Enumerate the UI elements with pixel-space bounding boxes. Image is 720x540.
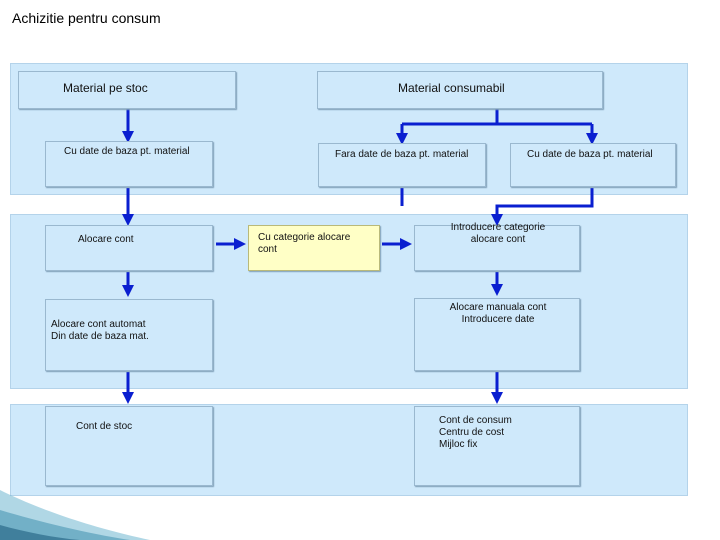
box-fara-date-label: Fara date de baza pt. material <box>335 149 469 160</box>
box-material-consumabil: Material consumabil <box>317 71 603 109</box>
box-introducere-categorie: Introducere categorie alocare cont <box>414 222 580 271</box>
box-cont-stoc: Cont de stoc <box>45 406 213 486</box>
box-alocare-automat: Alocare cont automat Din date de baza ma… <box>45 299 213 371</box>
box-alocare-automat-label: Alocare cont automat Din date de baza ma… <box>51 319 149 342</box>
box-cont-consum: Cont de consum Centru de cost Mijloc fix <box>414 406 580 486</box>
box-alocare-cont-label: Alocare cont <box>78 234 134 245</box>
box-alocare-manuala-label: Alocare manuala cont Introducere date <box>449 302 547 325</box>
box-alocare-manuala: Alocare manuala cont Introducere date <box>414 298 580 371</box>
corner-decoration <box>0 490 150 540</box>
arrow-cudate-to-introducere <box>491 188 594 226</box>
box-cu-date-consum-label: Cu date de baza pt. material <box>527 149 653 160</box>
box-material-consumabil-label: Material consumabil <box>398 81 505 95</box>
box-cont-consum-label: Cont de consum Centru de cost Mijloc fix <box>439 415 512 450</box>
box-fara-date: Fara date de baza pt. material <box>318 143 486 187</box>
box-introducere-categorie-label: Introducere categorie alocare cont <box>450 222 546 245</box>
box-material-stoc: Material pe stoc <box>18 71 236 109</box>
box-cont-stoc-label: Cont de stoc <box>76 421 133 432</box>
box-cu-date-stoc-label: Cu date de baza pt. material <box>64 146 190 157</box>
box-cu-date-consum: Cu date de baza pt. material <box>510 143 676 187</box>
box-cu-categorie-label: Cu categorie alocare cont <box>258 232 351 255</box>
box-cu-date-stoc: Cu date de baza pt. material <box>45 141 213 187</box>
page-title: Achizitie pentru consum <box>12 10 161 26</box>
box-cu-categorie: Cu categorie alocare cont <box>248 225 380 271</box>
box-material-stoc-label: Material pe stoc <box>63 81 148 95</box>
box-alocare-cont: Alocare cont <box>45 225 213 271</box>
